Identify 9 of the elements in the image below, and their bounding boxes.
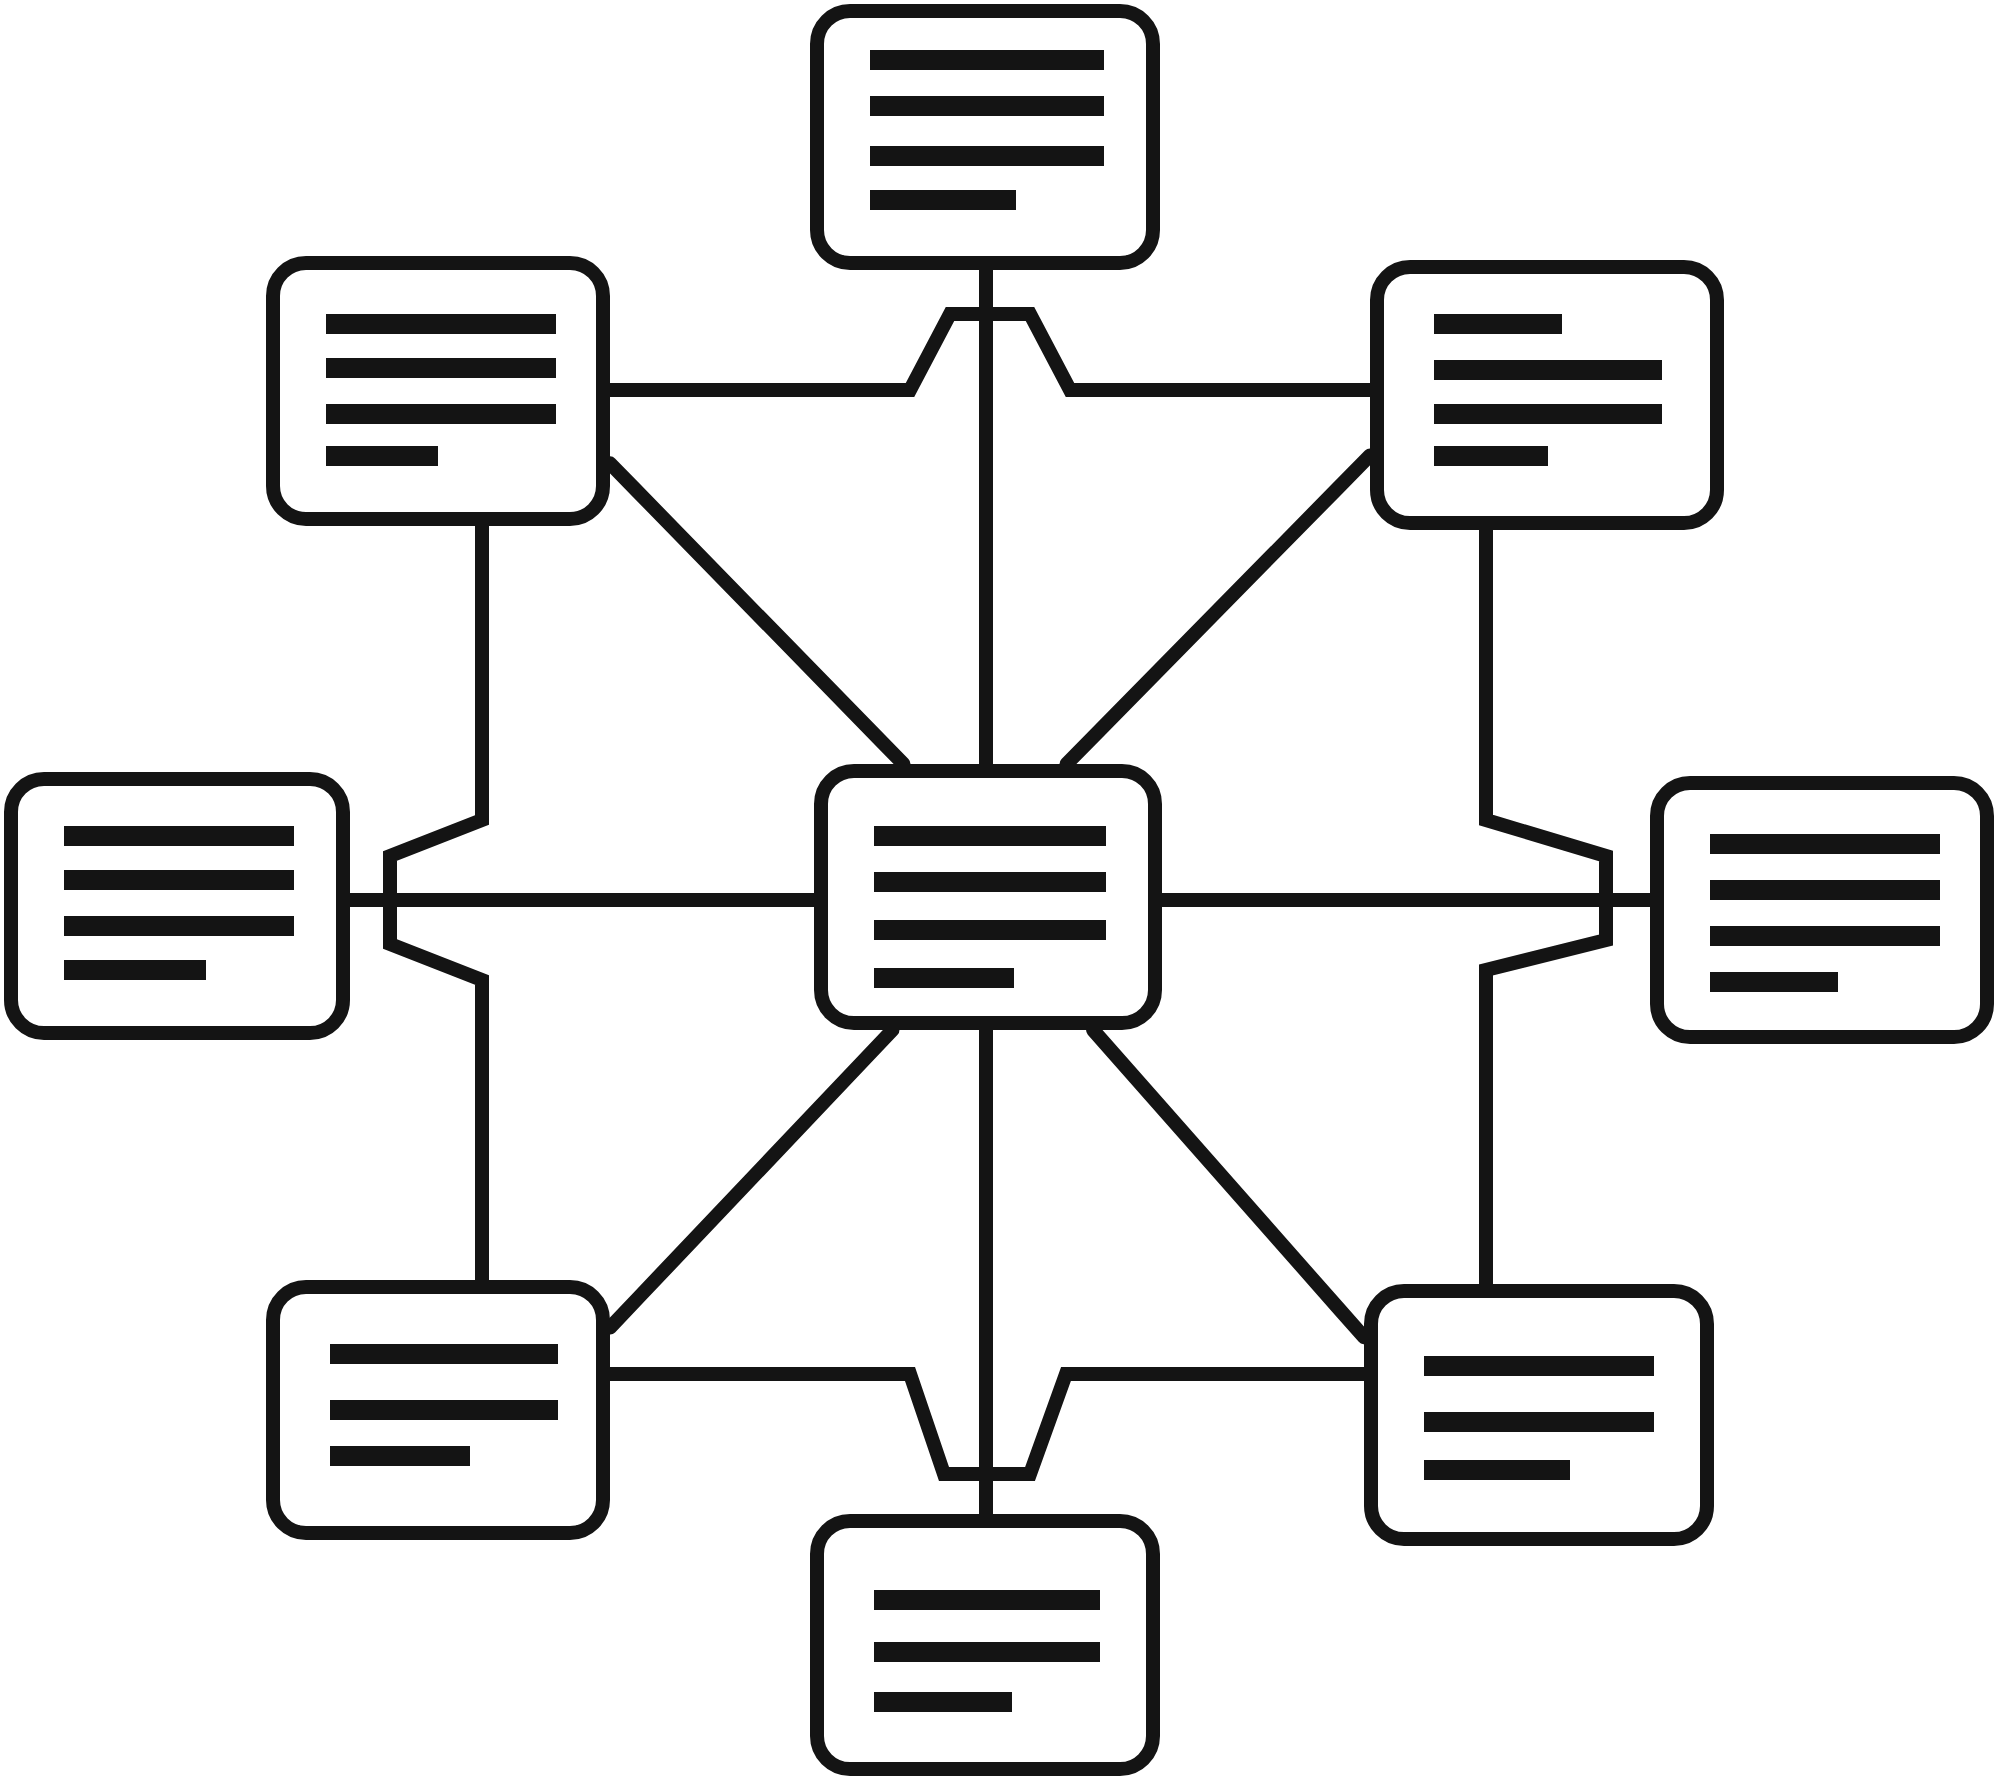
note-card: [814, 764, 1162, 1030]
note-card: [810, 4, 1160, 270]
note-card: [4, 772, 350, 1040]
note-card: [1370, 260, 1724, 530]
note-card: [266, 1280, 610, 1540]
note-card: [266, 256, 610, 526]
note-card: [1364, 1284, 1714, 1546]
note-card: [1650, 776, 1994, 1044]
note-card: [810, 1514, 1160, 1776]
